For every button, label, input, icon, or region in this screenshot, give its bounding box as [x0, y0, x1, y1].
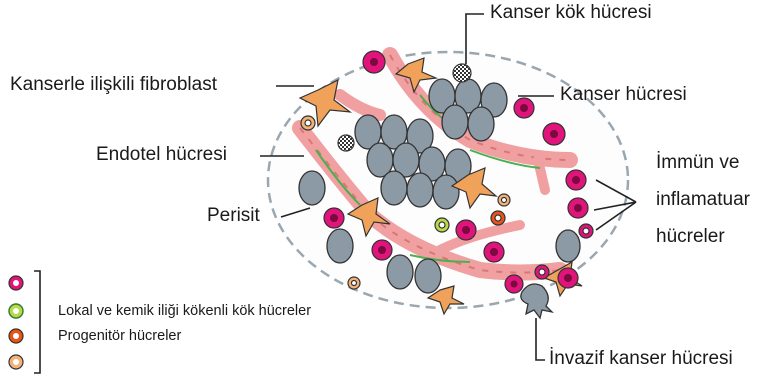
- label-pericyte: Perisit: [207, 205, 260, 227]
- legend-label-progenitor: Progenitör hücreler: [58, 328, 181, 344]
- invasive-cancer-cell: [521, 284, 552, 318]
- label-cancer-cell: Kanser hücresi: [560, 84, 687, 106]
- label-cancer-stem-cell: Kanser kök hücresi: [490, 2, 652, 24]
- label-fibroblast: Kanserle ilişkili fibroblast: [10, 74, 217, 96]
- label-invasive: İnvazif kanser hücresi: [549, 348, 733, 370]
- label-immune-2: inflamatuar: [656, 189, 750, 211]
- label-immune-1: İmmün ve: [656, 152, 739, 174]
- label-immune-3: hücreler: [656, 226, 725, 248]
- label-endothelial: Endotel hücresi: [96, 144, 227, 166]
- legend: [9, 271, 40, 373]
- legend-label-stem: Lokal ve kemik iliği kökenli kök hücrele…: [58, 303, 311, 319]
